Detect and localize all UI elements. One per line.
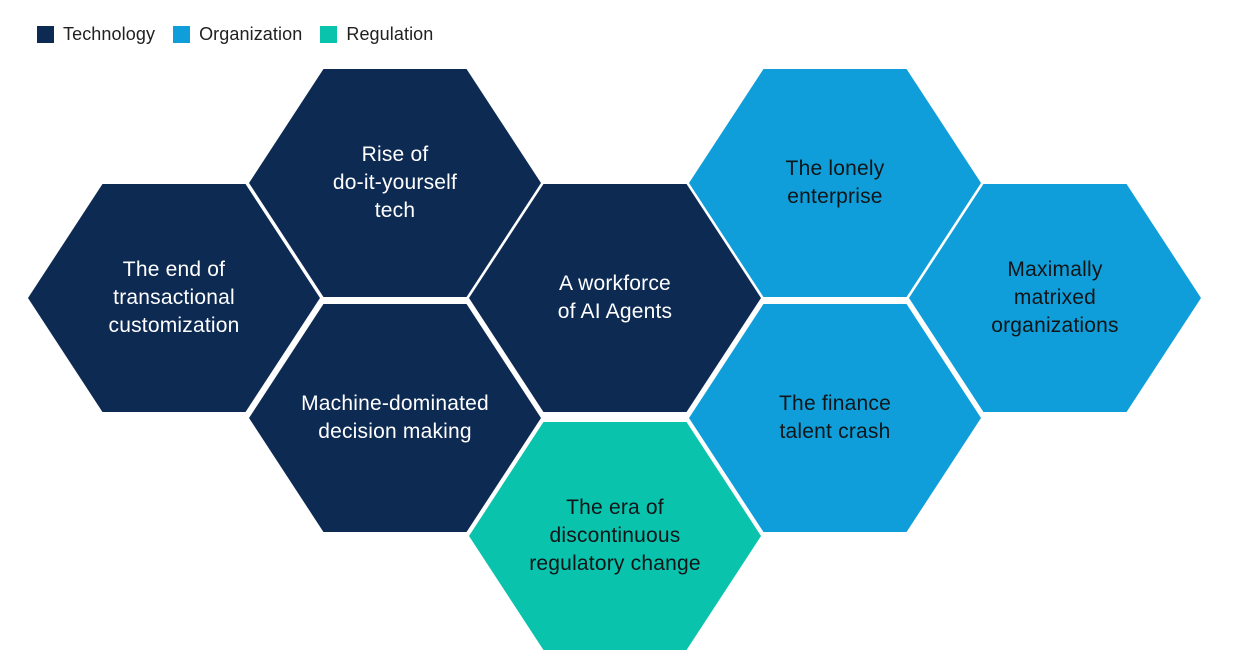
hexagon-label-line: regulatory change <box>529 552 701 575</box>
hexagon-label-line: discontinuous <box>549 524 681 547</box>
hexagon-label: The finance talent crash <box>779 390 891 446</box>
legend-item-regulation: Regulation <box>320 24 433 44</box>
hexagon-label-line: talent crash <box>779 420 891 443</box>
hexagon-label-line: organizations <box>991 314 1119 337</box>
hexagon-label-line: The end of <box>122 258 226 281</box>
hexagon-label: Rise of do-it-yourself tech <box>333 141 457 225</box>
hexagon-label: The era of discontinuous regulatory change <box>529 494 701 578</box>
hexagon-label-line: Maximally <box>1007 258 1103 281</box>
hexagon-label-line: The lonely <box>785 157 885 180</box>
technology-color-swatch <box>37 25 54 43</box>
hexagon-label: The lonely enterprise <box>786 155 885 211</box>
hexagon-label-line: The finance <box>779 392 891 415</box>
legend-label: Technology <box>63 24 156 44</box>
legend-label: Regulation <box>346 24 434 44</box>
hexagon-label: Maximally matrixed organizations <box>991 256 1119 340</box>
hexagon-label-line: transactional <box>113 286 235 309</box>
legend-label: Organization <box>199 24 303 44</box>
hexagon-label-line: decision making <box>318 420 472 443</box>
hexagon-label-line: of AI Agents <box>557 300 673 323</box>
hexagon-label-line: Rise of <box>361 143 429 166</box>
organization-color-swatch <box>173 25 191 43</box>
hexagon-label: Machine-dominated decision making <box>301 390 489 446</box>
hexagon-label-line: customization <box>108 314 240 337</box>
hexagon-label-line: tech <box>374 199 416 222</box>
hexagon-label: A workforce of AI Agents <box>558 270 673 326</box>
legend-item-technology: Technology <box>37 24 155 44</box>
legend: Technology Organization Regulation <box>37 24 433 44</box>
hexagon-label-line: do-it-yourself <box>332 171 458 194</box>
hexagon-label-line: Machine-dominated <box>301 392 489 415</box>
regulation-color-swatch <box>320 25 338 43</box>
hexagon-label: The end of transactional customization <box>109 256 240 340</box>
hexagon-label-line: matrixed <box>1013 286 1097 309</box>
hexagon-label-line: The era of <box>566 496 664 519</box>
hexagon-label-line: enterprise <box>787 185 883 208</box>
legend-item-organization: Organization <box>173 24 302 44</box>
hexagon-label-line: A workforce <box>559 272 671 295</box>
